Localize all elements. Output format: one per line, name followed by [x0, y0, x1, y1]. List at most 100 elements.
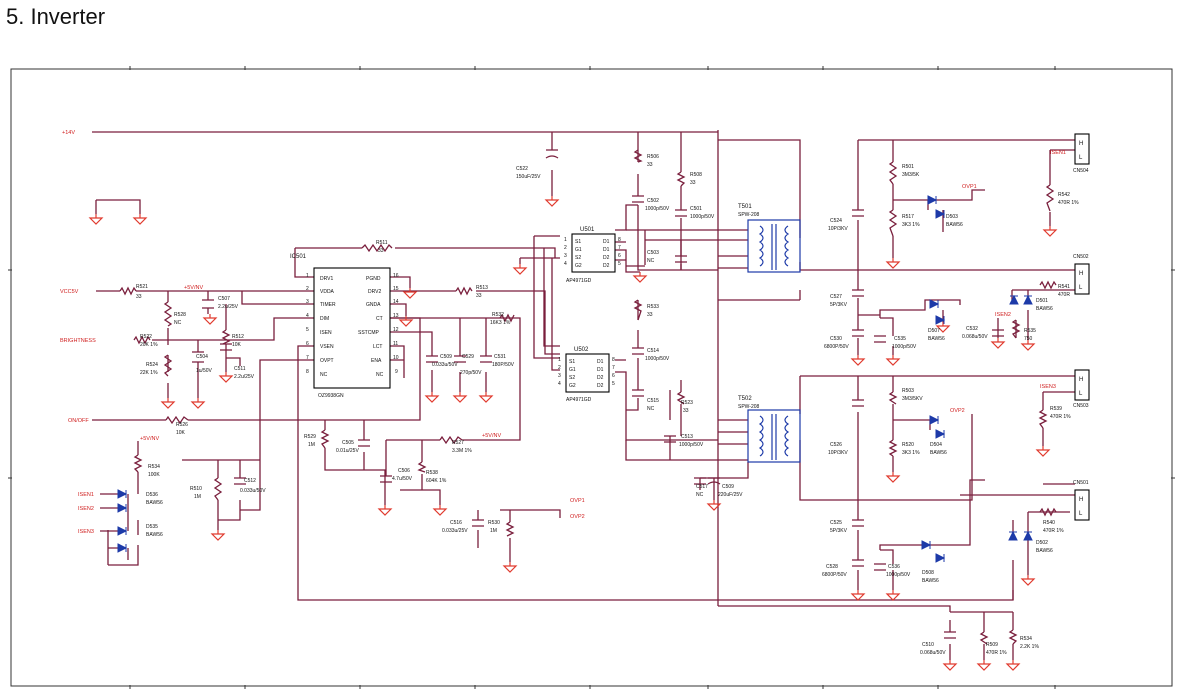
ic501-pin-name: OVPT	[320, 358, 334, 364]
cn502-pin-h: H	[1079, 271, 1083, 277]
r532-label: R532	[492, 312, 504, 318]
net-labels: +14V VCC5V BRIGHTNESS ON/OFF +5V/NV +5V/…	[60, 130, 1066, 535]
c531-value: 180P/50V	[492, 362, 515, 368]
r522-value: 20K 1%	[140, 342, 158, 348]
c524-value: 10P/3KV	[828, 226, 848, 232]
c522-value: 150uF/25V	[516, 174, 541, 180]
u502-pin-num: 2	[558, 365, 561, 371]
u501-pin-name: G1	[575, 247, 582, 253]
resistor-labels: R511 33 R521 33 R528 NC R522 20K 1% R524…	[136, 154, 1079, 656]
net-label-5v: +5V/NV	[184, 285, 203, 291]
r513-label: R513	[476, 285, 488, 291]
u502-pin-name: D1	[597, 359, 604, 365]
u502-ref: U502	[574, 347, 589, 353]
cn501-pin-l: L	[1079, 511, 1083, 517]
net-label-isen2: ISEN2	[995, 312, 1011, 318]
u501-pin-name: D2	[603, 263, 610, 269]
c502-value: 1000p/50V	[645, 206, 670, 212]
r523-value: 33	[683, 408, 689, 414]
u502-pin-num: 7	[612, 365, 615, 371]
r501-label: R501	[902, 164, 914, 170]
c535-label: C535	[894, 336, 906, 342]
net-label-isen1: ISEN1	[78, 492, 94, 498]
u502-pin-num: 3	[558, 373, 561, 379]
r523-label: R523	[681, 400, 693, 406]
ic501-pin-num: 5	[306, 327, 309, 333]
c507-value: 2.2u/25V	[218, 304, 239, 310]
ic501-pin-num: 2	[306, 286, 309, 292]
u501-pin-name: D1	[603, 247, 610, 253]
u502-pin-num: 6	[612, 373, 615, 379]
ic501-pin-name: SSTCMP	[358, 330, 380, 336]
c514-label: C514	[647, 348, 659, 354]
c516-label: C516	[450, 520, 462, 526]
r528-value: NC	[174, 320, 182, 326]
r530-value: 1M	[490, 528, 497, 534]
c526-value: 10P/3KV	[828, 450, 848, 456]
r503-label: R503	[902, 388, 914, 394]
r511-label: R511	[376, 240, 388, 246]
cn502-ref: CN502	[1073, 254, 1089, 260]
c522-label: C522	[516, 166, 528, 172]
u501-pin-name: D1	[603, 239, 610, 245]
ic501-pin-num: 7	[306, 355, 309, 361]
t501-transformer: T501 SPW-208	[738, 204, 801, 273]
t501-part: SPW-208	[738, 212, 760, 218]
t502-transformer: T502 SPW-208	[738, 396, 801, 463]
r520-label: R520	[902, 442, 914, 448]
cn504-ref: CN504	[1073, 168, 1089, 174]
r538-label: R538	[426, 470, 438, 476]
cn504-pin-h: H	[1079, 141, 1083, 147]
diode-labels: D536 BAW56 D535 BAW56 D503 BAW56 D507 BA…	[146, 214, 1053, 584]
diode-symbols	[117, 195, 1033, 563]
c532-label: C532	[966, 326, 978, 332]
u502-pin-name: G2	[569, 383, 576, 389]
net-label-brightness: BRIGHTNESS	[60, 338, 96, 344]
net-label-isen2: ISEN2	[78, 506, 94, 512]
ic501-pin-name: DIM	[320, 316, 329, 322]
r508-value: 33	[690, 180, 696, 186]
r506-value: 33	[647, 162, 653, 168]
d502-label: D502	[1036, 540, 1048, 546]
r534-value: 100K	[148, 472, 160, 478]
page-title: 5. Inverter	[6, 4, 106, 29]
d536-value: BAW56	[146, 500, 163, 506]
c517-label: C517	[696, 484, 708, 490]
u502-pin-num: 4	[558, 381, 561, 387]
connector-cn502: H L CN502	[1073, 254, 1090, 295]
c509b-label: C509	[722, 484, 734, 490]
c513-label: C513	[681, 434, 693, 440]
ic501-pin-name: DRV1	[320, 276, 333, 282]
c512-label: C512	[244, 478, 256, 484]
r533-label: R533	[647, 304, 659, 310]
u501-pin-num: 6	[618, 253, 621, 259]
u502-pin-num: 5	[612, 381, 615, 387]
cn504-pin-l: L	[1079, 155, 1083, 161]
c528-value: 6800P/50V	[822, 572, 847, 578]
r509-label: R509	[986, 642, 998, 648]
ic501-pin-num: 10	[393, 355, 399, 361]
d535-label: D535	[146, 524, 158, 530]
r503-value: 3M3/5KV	[902, 396, 923, 402]
r509-value: 470R 1%	[986, 650, 1007, 656]
r512-value: 10K	[232, 342, 242, 348]
c511-label: C511	[234, 366, 246, 372]
ic501-block: IC501 OZ9938GN DRV1 VDDA TIMER DIM ISEN …	[290, 254, 399, 399]
u501-pin-name: G2	[575, 263, 582, 269]
r524-label: R524	[146, 362, 158, 368]
d504-value: BAW56	[930, 450, 947, 456]
ic501-pin-num: 4	[306, 313, 309, 319]
c532-value: 0.068u/50V	[962, 334, 988, 340]
c509-value: 0.033u/50V	[432, 362, 458, 368]
r527-value: 3.3M 1%	[452, 448, 472, 454]
r521-value: 33	[136, 294, 142, 300]
d501-label: D501	[1036, 298, 1048, 304]
net-label-isen3: ISEN3	[1040, 384, 1056, 390]
c512-value: 0.033u/50V	[240, 488, 266, 494]
resistor-symbols	[119, 149, 1057, 645]
r522-label: R522	[140, 334, 152, 340]
d503-label: D503	[946, 214, 958, 220]
ic501-part: OZ9938GN	[318, 393, 344, 399]
ic501-pin-name: ENA	[371, 358, 382, 364]
ic501-pin-name: DRV2	[368, 289, 381, 295]
